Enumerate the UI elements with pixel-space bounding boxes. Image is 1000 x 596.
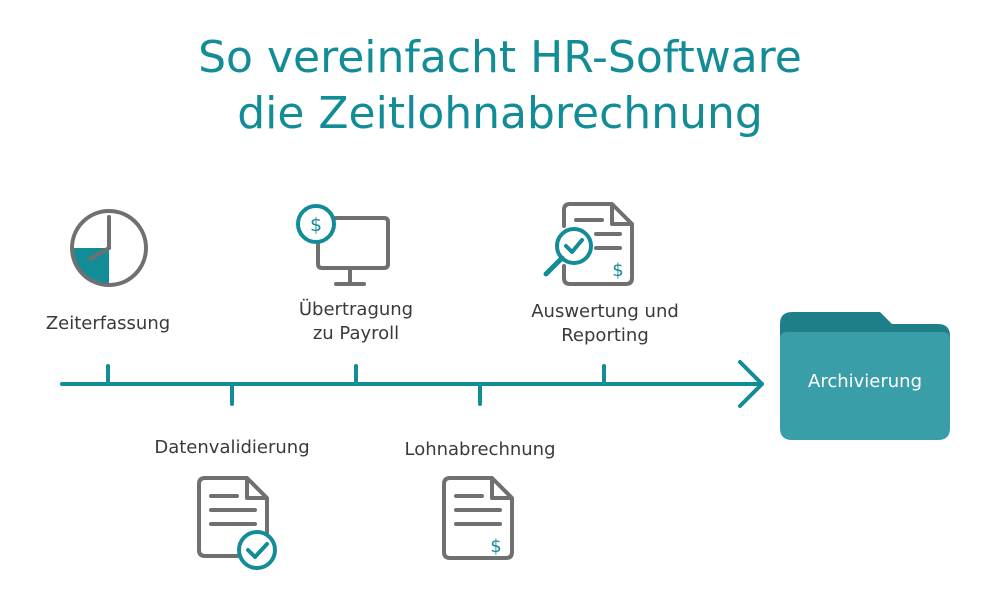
clock-icon (70, 209, 148, 287)
svg-text:$: $ (310, 214, 322, 236)
timeline-arrowhead (738, 360, 764, 408)
document-magnifier-icon: $ (543, 202, 634, 286)
step-label-auswertung: Auswertung und Reporting (531, 301, 679, 346)
monitor-dollar-icon: $ (296, 204, 390, 286)
step-label-uebertragung: Übertragung zu Payroll (298, 299, 414, 344)
svg-text:$: $ (490, 536, 501, 557)
diagram-title: So vereinfacht HR-Software die Zeitlohna… (0, 30, 1000, 142)
step-label-datenvalidierung: Datenvalidierung (154, 437, 310, 458)
document-dollar-icon: $ (442, 476, 514, 560)
folder-label-archivierung: Archivierung (808, 371, 922, 392)
title-line-2: die Zeitlohnabrechnung (237, 88, 763, 139)
step-label-lohnabrechnung: Lohnabrechnung (404, 439, 556, 460)
document-check-icon (197, 476, 277, 570)
folder-icon (780, 312, 950, 440)
svg-text:$: $ (612, 260, 623, 281)
title-line-1: So vereinfacht HR-Software (198, 32, 802, 83)
step-label-zeiterfassung: Zeiterfassung (45, 313, 171, 334)
